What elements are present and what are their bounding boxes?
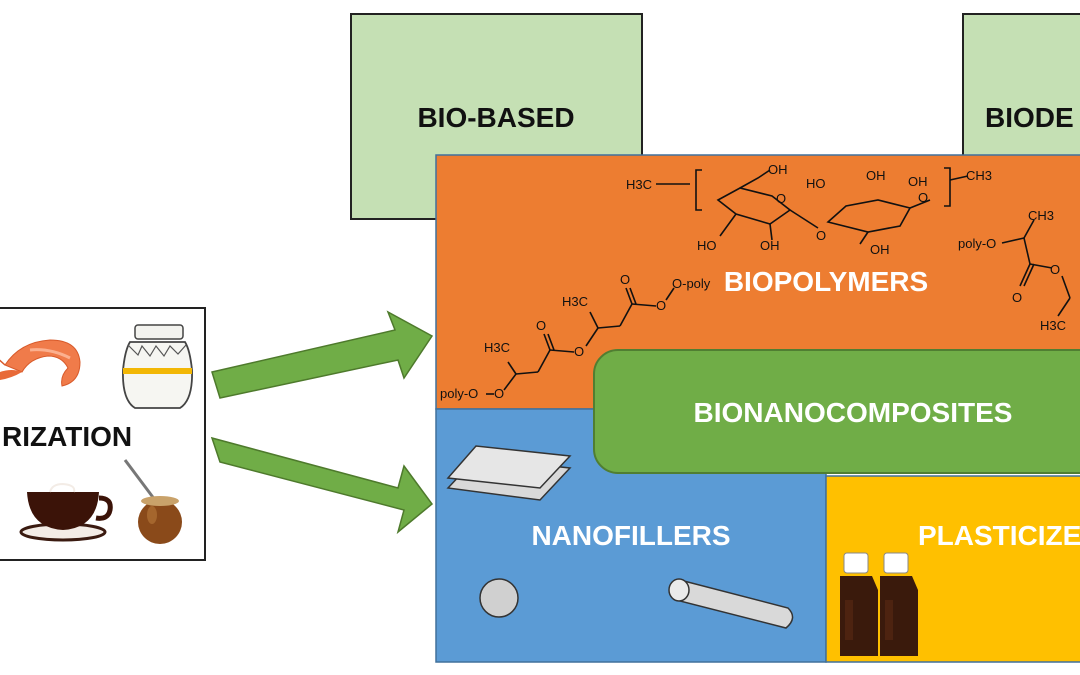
svg-text:CH3: CH3	[966, 168, 992, 183]
svg-text:H3C: H3C	[484, 340, 510, 355]
pla-structure: poly-O CH3 O O H3C	[958, 208, 1071, 333]
svg-text:O: O	[1050, 262, 1060, 277]
svg-text:O-poly: O-poly	[672, 276, 711, 291]
arrow-to-nanofillers	[210, 436, 434, 535]
plasticizer-bottles-icon	[840, 552, 918, 656]
svg-text:O: O	[574, 344, 584, 359]
svg-text:OH: OH	[870, 242, 890, 257]
svg-text:OH: OH	[866, 168, 886, 183]
coffee-cup-icon	[19, 482, 113, 542]
svg-text:HO: HO	[806, 176, 826, 191]
svg-text:O: O	[816, 228, 826, 243]
svg-text:O: O	[1012, 290, 1022, 305]
svg-text:H3C: H3C	[1040, 318, 1066, 333]
biodegradable-label: BIODE	[985, 102, 1074, 133]
pha-structure: poly-O O H3C O O H3C O O O-poly	[440, 272, 711, 401]
svg-text:CH3: CH3	[1028, 208, 1054, 223]
nanotube-icon	[668, 578, 794, 629]
svg-text:O: O	[620, 272, 630, 287]
cellulose-structure: H3C CH3 OH O HO OH O HO OH OH O OH	[626, 162, 992, 257]
plasticizers-region: PLASTICIZE	[825, 475, 1080, 663]
bionanocomposites-box: BIONANOCOMPOSITES	[593, 349, 1080, 474]
bio-based-label: BIO-BASED	[417, 102, 574, 133]
honey-jar-icon	[122, 324, 193, 409]
arrow-to-biopolymers	[211, 310, 434, 399]
valorization-box: RIZATION	[0, 307, 206, 561]
svg-text:OH: OH	[908, 174, 928, 189]
valorization-label: RIZATION	[2, 421, 132, 452]
nanosphere-icon	[479, 578, 519, 618]
svg-text:OH: OH	[768, 162, 788, 177]
svg-text:poly-O: poly-O	[440, 386, 478, 401]
svg-text:O: O	[918, 190, 928, 205]
plasticizers-label: PLASTICIZE	[918, 520, 1080, 551]
bionanocomposites-label: BIONANOCOMPOSITES	[694, 397, 1013, 428]
nanosheet-icon	[446, 445, 572, 501]
svg-text:HO: HO	[697, 238, 717, 253]
nanofillers-label: NANOFILLERS	[531, 520, 730, 551]
svg-text:H3C: H3C	[626, 177, 652, 192]
svg-text:OH: OH	[760, 238, 780, 253]
shrimp-icon	[0, 339, 81, 387]
biopolymers-label: BIOPOLYMERS	[724, 266, 928, 297]
svg-text:O: O	[656, 298, 666, 313]
svg-text:O: O	[536, 318, 546, 333]
svg-text:poly-O: poly-O	[958, 236, 996, 251]
svg-text:H3C: H3C	[562, 294, 588, 309]
mate-gourd-icon	[123, 459, 182, 544]
svg-text:O: O	[494, 386, 504, 401]
svg-text:O: O	[776, 191, 786, 206]
